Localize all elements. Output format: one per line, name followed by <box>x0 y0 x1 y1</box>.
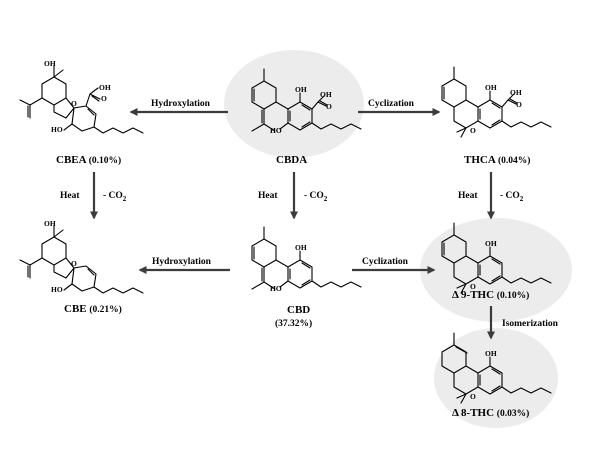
cbd-label: CBD <box>287 304 310 316</box>
d9thc-ring-oxygen: O <box>470 282 476 291</box>
label-hydroxylation-bottom: Hydroxylation <box>152 257 212 267</box>
d9thc-highlight <box>420 218 572 322</box>
label-isomerization: Isomerization <box>502 319 559 329</box>
label-co2-right: - CO2 <box>500 191 524 203</box>
thca-cooh: OH <box>510 88 522 97</box>
cbd-structure: OH HO <box>251 226 362 293</box>
label-cyclization-top: Cyclization <box>368 99 415 109</box>
cbda-oh-top: OH <box>295 85 307 94</box>
cbe-ring-oxygen: O <box>71 259 77 268</box>
label-heat-right: Heat <box>458 191 478 201</box>
cbe-ho: HO <box>51 285 63 294</box>
d9thc-structure: OH O <box>441 222 552 294</box>
d9thc-label: Δ 9-THC (0.10%) <box>452 289 529 301</box>
thca-oh-top: OH <box>485 83 497 92</box>
label-heat-middle: Heat <box>258 191 278 201</box>
cbea-structure: OH O HO OH O <box>19 59 144 134</box>
cbda-carbonyl: O <box>326 102 332 111</box>
d8thc-label: Δ 8-THC (0.03%) <box>452 407 529 419</box>
cbea-label: CBEA (0.10%) <box>56 154 121 166</box>
cbd-percentage: (37.32%) <box>275 318 312 329</box>
cbe-structure: OH O HO <box>19 219 144 294</box>
cbea-ring-oxygen: O <box>71 99 77 108</box>
thca-structure: OH O OH O <box>441 66 552 138</box>
cbea-carbonyl: O <box>101 94 107 103</box>
label-co2-middle: - CO2 <box>304 191 328 203</box>
d8thc-ring-oxygen: O <box>470 392 476 401</box>
thca-label: THCA (0.04%) <box>464 154 530 166</box>
cbda-cooh: OH <box>320 90 332 99</box>
label-hydroxylation-top: Hydroxylation <box>151 99 211 109</box>
cbd-ho: HO <box>270 284 282 293</box>
cbea-oh-top: OH <box>44 59 56 68</box>
cbda-highlight <box>224 50 364 158</box>
d8thc-structure: OH O <box>441 332 552 404</box>
d8thc-highlight <box>434 328 558 428</box>
d9thc-oh: OH <box>485 239 497 248</box>
label-cyclization-bottom: Cyclization <box>362 257 409 267</box>
cbea-cooh: OH <box>99 83 111 92</box>
cbda-structure: OH HO OH O <box>251 68 362 135</box>
cbea-ho: HO <box>51 125 63 134</box>
cbd-oh-top: OH <box>295 243 307 252</box>
d8thc-oh: OH <box>485 349 497 358</box>
cbe-oh-top: OH <box>44 219 56 228</box>
thca-ring-oxygen: O <box>470 126 476 135</box>
thca-carbonyl: O <box>516 100 522 109</box>
cbe-label: CBE (0.21%) <box>64 303 122 315</box>
label-heat-left: Heat <box>60 191 80 201</box>
label-co2-left: - CO2 <box>103 191 127 203</box>
cbda-ho: HO <box>270 126 282 135</box>
cbda-label: CBDA <box>276 154 307 166</box>
